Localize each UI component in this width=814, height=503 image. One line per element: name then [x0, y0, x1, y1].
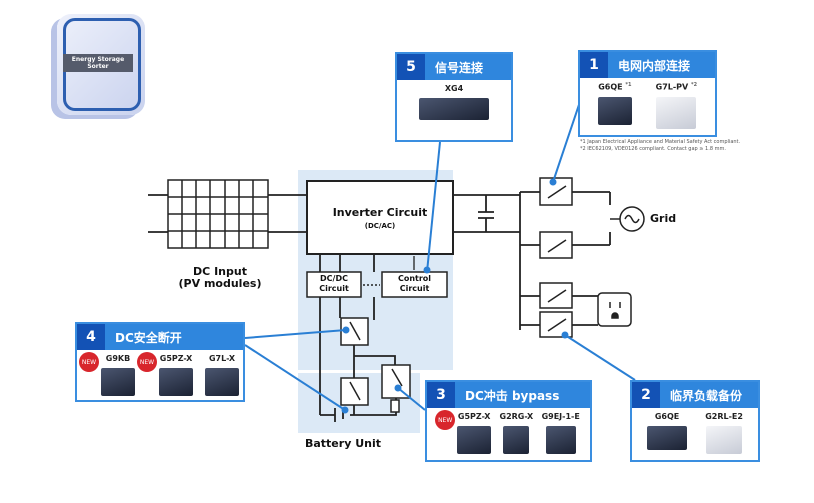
- outlet-icon: [597, 292, 632, 327]
- dcdc-box: [306, 271, 362, 298]
- dc-input-label: DC Input(PV modules): [178, 265, 262, 290]
- wires: [148, 191, 611, 422]
- grid-label: Grid: [650, 212, 677, 225]
- new-badge: NEW: [435, 410, 456, 430]
- product-xg4: XG4: [419, 84, 489, 120]
- inverter-label: Inverter Circuit(DC/AC): [332, 206, 428, 231]
- product-g6qe: G6QE: [647, 412, 688, 454]
- grid-symbol: [610, 206, 645, 232]
- relay-switches: [340, 177, 573, 413]
- inverter-box: [306, 180, 454, 255]
- product-g6qe: G6QE *1: [597, 82, 632, 129]
- pv-modules: [167, 179, 269, 249]
- control-label: Control Circuit: [397, 274, 432, 293]
- connector-image: [419, 98, 489, 120]
- footnotes: *1 Japan Electrical Appliance and Materi…: [580, 139, 741, 152]
- dcdc-label: DC/DC Circuit: [319, 274, 349, 293]
- logo-label: Energy Storage Sorter: [63, 54, 133, 72]
- product-g9ej-1-e: G9EJ-1-E: [542, 412, 580, 454]
- new-badge: NEW: [137, 352, 157, 372]
- energy-storage-logo: Energy Storage Sorter: [57, 14, 145, 115]
- product-g2rl-e2: G2RL-E2: [705, 412, 743, 454]
- new-badge: NEW: [79, 352, 99, 372]
- product-g7l-x: G7L-X: [205, 354, 239, 396]
- battery-unit-label: Battery Unit: [304, 437, 381, 450]
- product-g2rg-x: G2RG-X: [500, 412, 533, 454]
- control-box: [381, 271, 448, 298]
- product-g7l-pv: G7L-PV *2: [656, 82, 697, 129]
